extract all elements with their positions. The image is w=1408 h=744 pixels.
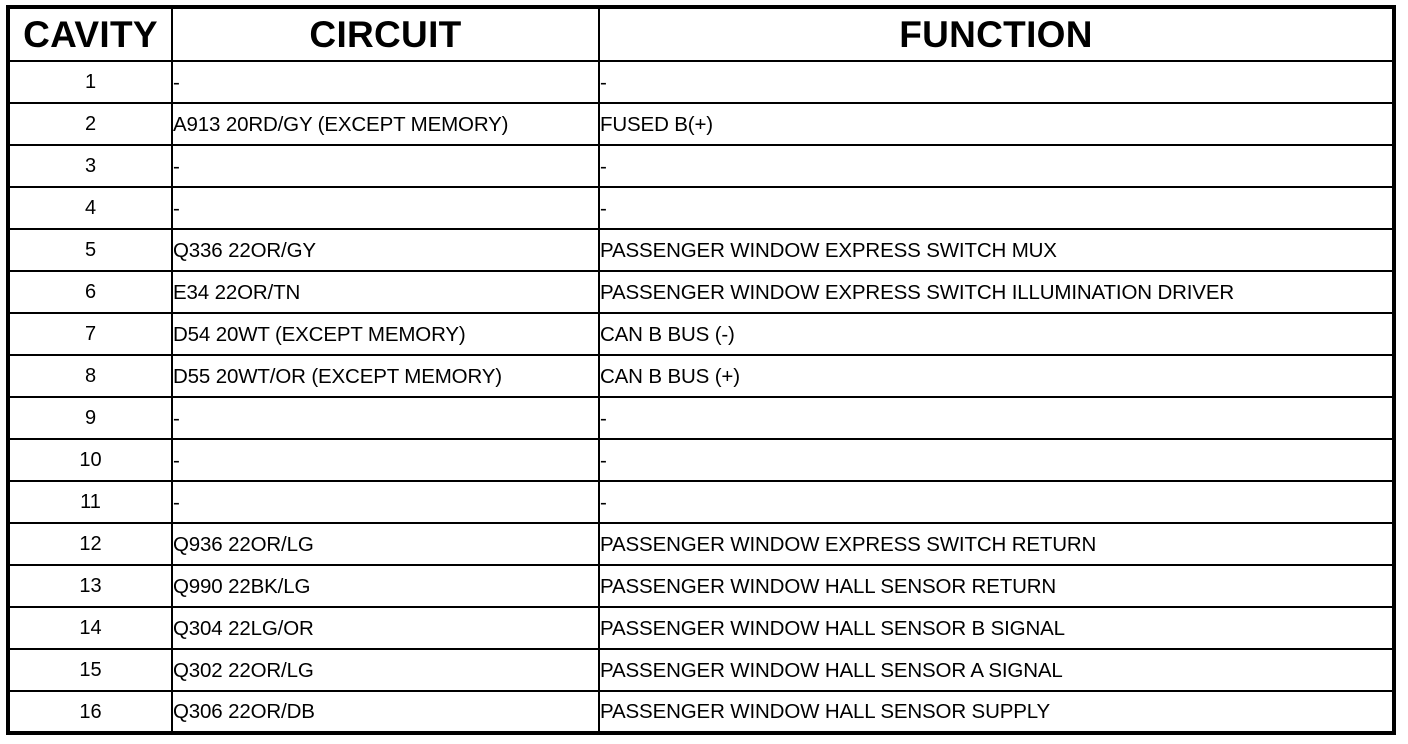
table-row: 10--	[7, 438, 1395, 482]
cell-function: PASSENGER WINDOW HALL SENSOR RETURN	[598, 564, 1395, 608]
cell-circuit: -	[171, 144, 600, 188]
cell-function: -	[598, 438, 1395, 482]
cell-cavity: 8	[7, 354, 173, 398]
cell-circuit: -	[171, 480, 600, 524]
cell-circuit: Q302 22OR/LG	[171, 648, 600, 692]
table-row: 3--	[7, 144, 1395, 188]
cell-cavity: 6	[7, 270, 173, 314]
column-header-function: FUNCTION	[598, 6, 1395, 62]
cell-function: -	[598, 186, 1395, 230]
cell-circuit: -	[171, 396, 600, 440]
cell-function: -	[598, 144, 1395, 188]
table-row: 9--	[7, 396, 1395, 440]
cell-function: FUSED B(+)	[598, 102, 1395, 146]
table-header: CAVITY CIRCUIT FUNCTION	[7, 6, 1395, 62]
column-header-cavity: CAVITY	[7, 6, 173, 62]
cell-circuit: -	[171, 60, 600, 104]
table-row: 4--	[7, 186, 1395, 230]
cell-function: -	[598, 60, 1395, 104]
cell-cavity: 16	[7, 690, 173, 734]
cell-cavity: 12	[7, 522, 173, 566]
cell-circuit: Q306 22OR/DB	[171, 690, 600, 734]
cell-circuit: -	[171, 438, 600, 482]
cell-cavity: 3	[7, 144, 173, 188]
table-row: 1--	[7, 60, 1395, 104]
cell-cavity: 13	[7, 564, 173, 608]
cell-cavity: 10	[7, 438, 173, 482]
table-row: 11--	[7, 480, 1395, 524]
cell-function: PASSENGER WINDOW EXPRESS SWITCH RETURN	[598, 522, 1395, 566]
cell-circuit: Q936 22OR/LG	[171, 522, 600, 566]
cell-function: PASSENGER WINDOW HALL SENSOR B SIGNAL	[598, 606, 1395, 650]
cell-function: PASSENGER WINDOW EXPRESS SWITCH MUX	[598, 228, 1395, 272]
cell-circuit: Q304 22LG/OR	[171, 606, 600, 650]
column-header-circuit: CIRCUIT	[171, 6, 600, 62]
cell-circuit: E34 22OR/TN	[171, 270, 600, 314]
cell-circuit: -	[171, 186, 600, 230]
cell-cavity: 1	[7, 60, 173, 104]
cell-cavity: 15	[7, 648, 173, 692]
cell-circuit: Q336 22OR/GY	[171, 228, 600, 272]
table-header-row: CAVITY CIRCUIT FUNCTION	[7, 6, 1395, 62]
cell-function: -	[598, 480, 1395, 524]
cell-function: CAN B BUS (-)	[598, 312, 1395, 356]
cell-cavity: 7	[7, 312, 173, 356]
cell-function: CAN B BUS (+)	[598, 354, 1395, 398]
cell-function: -	[598, 396, 1395, 440]
cell-circuit: D55 20WT/OR (EXCEPT MEMORY)	[171, 354, 600, 398]
cell-circuit: A913 20RD/GY (EXCEPT MEMORY)	[171, 102, 600, 146]
cell-cavity: 4	[7, 186, 173, 230]
cell-circuit: D54 20WT (EXCEPT MEMORY)	[171, 312, 600, 356]
cell-function: PASSENGER WINDOW EXPRESS SWITCH ILLUMINA…	[598, 270, 1395, 314]
cell-cavity: 5	[7, 228, 173, 272]
cell-cavity: 14	[7, 606, 173, 650]
cell-function: PASSENGER WINDOW HALL SENSOR SUPPLY	[598, 690, 1395, 734]
cell-cavity: 11	[7, 480, 173, 524]
cell-cavity: 9	[7, 396, 173, 440]
cell-cavity: 2	[7, 102, 173, 146]
cell-circuit: Q990 22BK/LG	[171, 564, 600, 608]
cell-function: PASSENGER WINDOW HALL SENSOR A SIGNAL	[598, 648, 1395, 692]
